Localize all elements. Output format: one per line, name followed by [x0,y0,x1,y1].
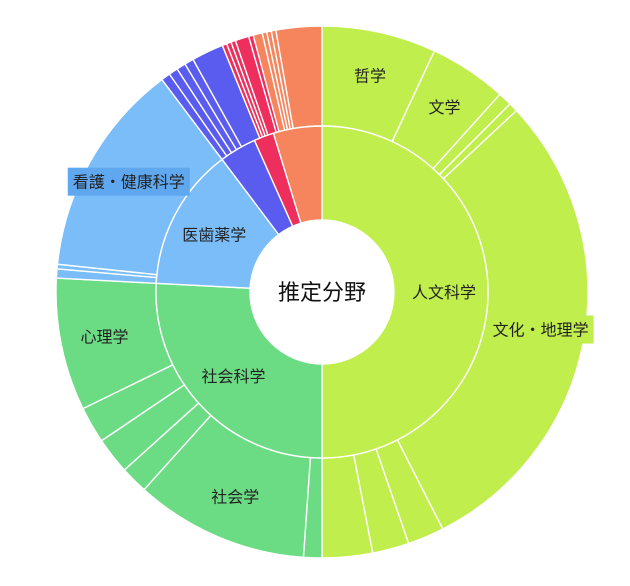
outer-label-highlight-4 [487,315,594,344]
center-label: 推定分野 [278,281,366,306]
inner-label-1: 社会科学 [201,367,265,386]
center-hole [250,220,394,364]
outer-label-1: 文学 [429,98,461,117]
outer-label-16: 看護・健康科学 [73,173,185,192]
inner-label-2: 医歯薬学 [182,226,246,245]
outer-label-highlight-16 [67,167,190,196]
outer-label-4: 文化・地理学 [493,321,589,340]
outer-label-0: 哲学 [354,66,386,85]
outer-label-13: 心理学 [80,327,128,346]
inner-ring [155,125,489,459]
outer-label-9: 社会学 [211,487,259,506]
inner-label-0: 人文科学 [412,283,476,302]
